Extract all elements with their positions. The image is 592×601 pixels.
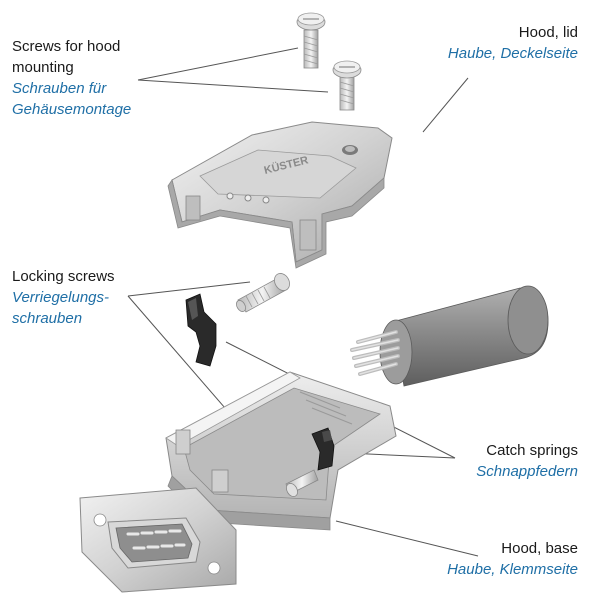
leader-line-locking-screw-top xyxy=(127,281,251,297)
label-hood-base: Hood, base Haube, Klemmseite xyxy=(447,538,578,580)
label-catch-springs: Catch springs Schnappfedern xyxy=(476,440,578,482)
locking-screw-icon xyxy=(236,273,290,313)
label-en: Catch springs xyxy=(486,442,578,459)
label-de: Schrauben für xyxy=(12,80,107,97)
leader-line-hood-lid xyxy=(422,77,469,133)
label-en: Hood, lid xyxy=(518,24,578,41)
cable-icon xyxy=(350,285,549,387)
screw-icon xyxy=(296,12,326,69)
leader-line-hood-base xyxy=(335,520,479,557)
label-en: Screws for hood xyxy=(12,38,121,55)
label-de: Verriegelungs- xyxy=(12,289,109,306)
label-de: Schnappfedern xyxy=(476,463,578,480)
hood-base-icon xyxy=(165,371,397,531)
label-en: Locking screws xyxy=(12,268,115,285)
catch-spring-icon xyxy=(185,293,217,367)
leader-line-screw-top xyxy=(137,47,299,81)
label-en: mounting xyxy=(12,59,74,76)
screw-icon xyxy=(332,60,362,111)
label-hood-lid: Hood, lid Haube, Deckelseite xyxy=(448,22,578,64)
label-de: schrauben xyxy=(12,310,83,327)
dsub-connector-icon xyxy=(79,487,237,593)
label-locking-screws: Locking screws Verriegelungs- schrauben xyxy=(12,266,115,329)
label-de: Haube, Klemmseite xyxy=(447,561,578,578)
label-de: Haube, Deckelseite xyxy=(447,45,578,62)
hood-lid-icon: KÜSTER xyxy=(167,121,393,269)
label-screws-hood-mounting: Screws for hood mounting Schrauben für G… xyxy=(12,36,131,120)
label-de: Gehäusemontage xyxy=(12,101,132,118)
leader-line-screw-bottom xyxy=(137,79,329,93)
label-en: Hood, base xyxy=(501,540,578,557)
